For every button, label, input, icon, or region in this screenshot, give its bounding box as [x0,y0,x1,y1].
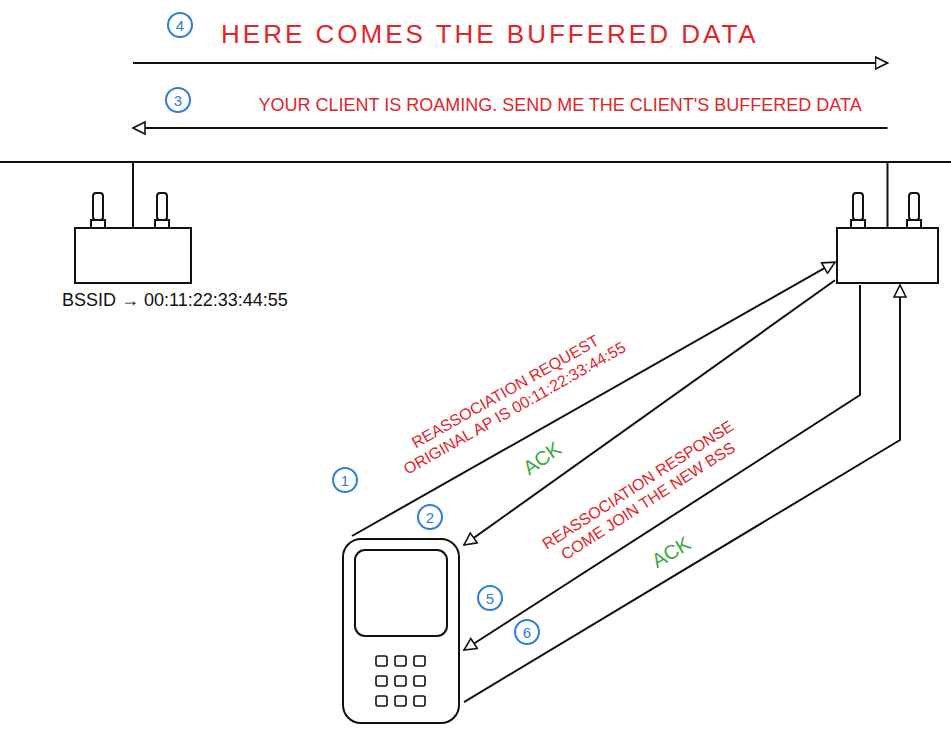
callout-number: 6 [514,619,540,645]
antenna [853,193,863,220]
phone-key [414,656,425,666]
access-point-drawing [835,190,940,285]
phone-key [395,676,406,686]
ap-body [75,228,191,283]
message-label: YOUR CLIENT IS ROAMING. SEND ME THE CLIE… [258,95,861,117]
mobile-phone [338,536,464,726]
network-wire [0,161,951,163]
phone-key [376,676,387,686]
phone-key [414,676,425,686]
phone-key [395,656,406,666]
access-point [835,190,940,285]
access-point-drawing [73,190,193,285]
phone-drawing [338,536,464,726]
ap-body [837,228,938,283]
access-point: BSSID → 00:11:22:33:44:55 [73,190,193,285]
ap-uplink [887,162,889,228]
message-arrow [133,127,888,129]
phone-key [376,656,387,666]
message-label: HERE COMES THE BUFFERED DATA [221,19,759,50]
bssid-label: BSSID → 00:11:22:33:44:55 [62,290,193,312]
callout-number: 2 [417,504,443,530]
message-arrow [352,262,835,536]
message-arrow [133,62,888,64]
phone-key [395,696,406,706]
phone-key [376,696,387,706]
message-label: REASSOCIATION RESPONSE COME JOIN THE NEW… [523,407,762,580]
antenna-base [907,220,921,228]
phone-body [343,539,459,723]
message-label: ACK [647,531,695,573]
callout-number: 3 [165,87,191,113]
antenna-base [91,220,105,228]
message-arrow [464,285,860,650]
callout-number: 1 [332,467,358,493]
antenna-base [851,220,865,228]
antenna [909,193,919,220]
ap-uplink [132,162,134,228]
message-label: ACK [519,437,566,480]
message-arrow [464,285,900,702]
antenna-base [155,220,169,228]
phone-screen [355,550,447,636]
phone-key [414,696,425,706]
antenna [157,193,167,220]
callout-number: 4 [167,12,193,38]
message-label: REASSOCIATION REQUEST ORIGINAL AP IS 00:… [379,314,642,485]
callout-number: 5 [477,585,503,611]
antenna [93,193,103,220]
